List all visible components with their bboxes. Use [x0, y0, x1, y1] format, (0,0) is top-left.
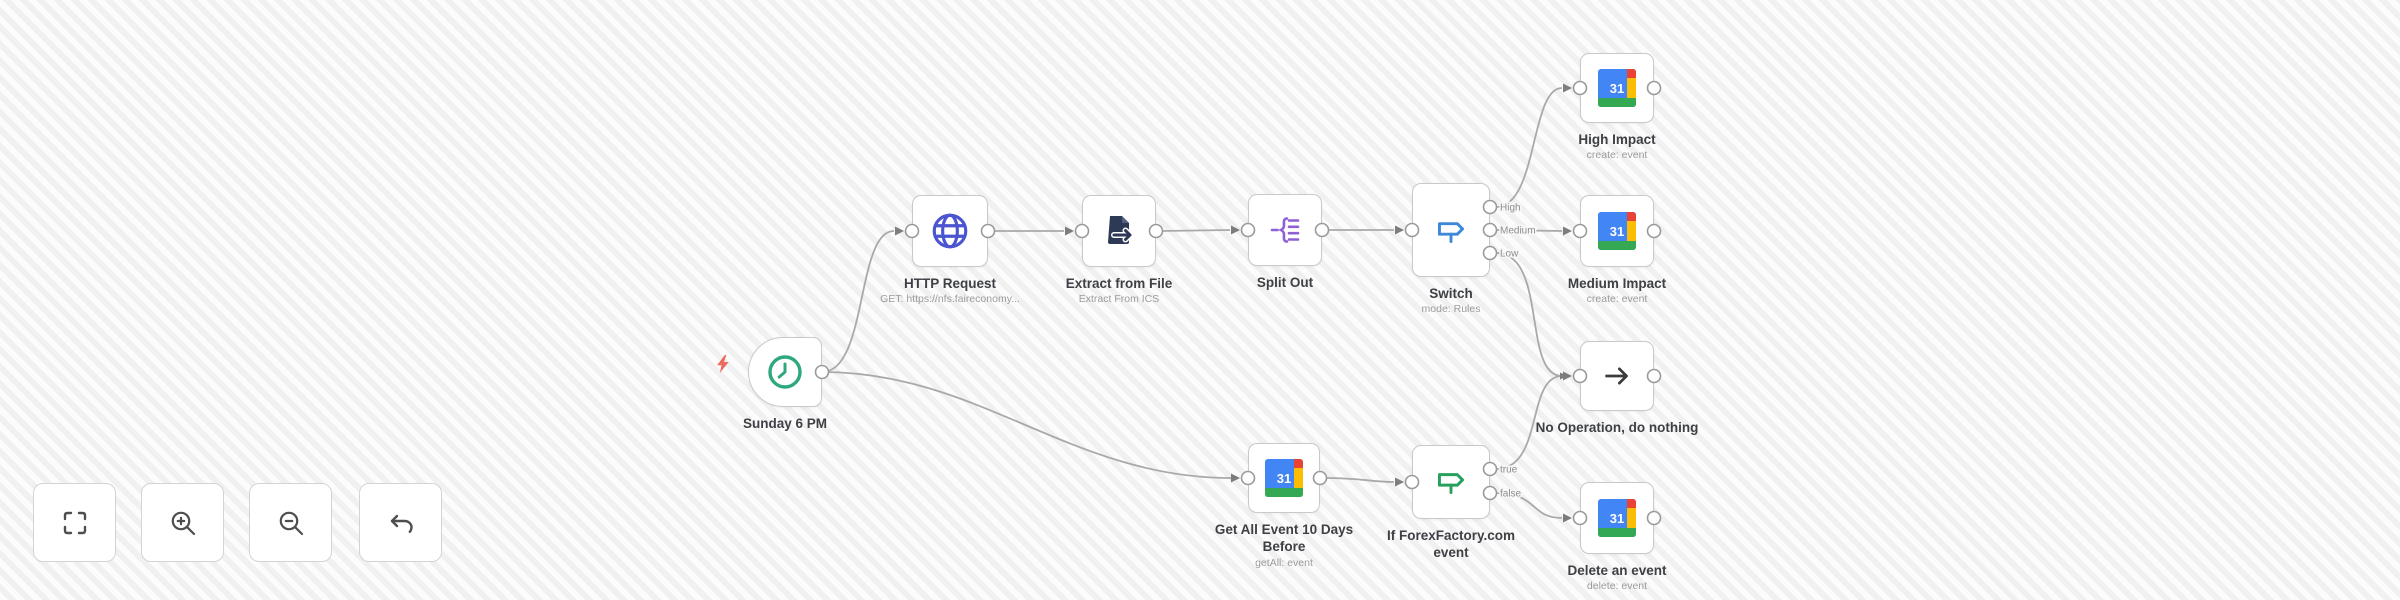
node-http-request[interactable]: [912, 195, 988, 267]
calendar-day: 31: [1609, 510, 1625, 526]
node-title: Extract from File: [1065, 276, 1173, 291]
node-switch[interactable]: [1412, 183, 1490, 277]
globe-icon: [932, 213, 968, 249]
signpost-icon: [1437, 473, 1465, 494]
node-subtitle: delete: event: [1586, 580, 1648, 592]
node-get-all-event[interactable]: 31: [1248, 443, 1320, 513]
node-subtitle: mode: Rules: [1421, 303, 1481, 315]
file-export-icon: [1108, 216, 1133, 244]
undo-button[interactable]: [359, 483, 442, 562]
clock-icon: [768, 355, 802, 389]
node-title: Medium Impact: [1567, 276, 1667, 291]
node-subtitle: getAll: event: [1255, 557, 1313, 569]
zoom-out-button[interactable]: [249, 483, 332, 562]
signpost-icon: [1437, 222, 1465, 244]
switch-output-label: High: [1500, 203, 1521, 214]
google-calendar-icon: 31: [1598, 499, 1636, 537]
node-title: Get All Event 10 Days Before: [1214, 522, 1354, 554]
lightning-bolt-icon: [716, 355, 731, 378]
node-title: HTTP Request: [903, 276, 996, 291]
node-subtitle: create: event: [1586, 293, 1648, 305]
google-calendar-icon: 31: [1598, 212, 1636, 250]
google-calendar-icon: 31: [1265, 459, 1303, 497]
node-extract-from-file[interactable]: [1082, 195, 1156, 267]
node-title: No Operation, do nothing: [1535, 420, 1699, 435]
node-split-out[interactable]: [1248, 194, 1322, 266]
google-calendar-icon: 31: [1598, 69, 1636, 107]
calendar-day: 31: [1276, 470, 1292, 486]
fit-view-icon: [63, 511, 86, 534]
node-no-operation[interactable]: [1580, 341, 1654, 411]
zoom-in-icon: [171, 511, 195, 535]
arrow-right-icon: [1605, 367, 1628, 385]
node-title: High Impact: [1578, 132, 1656, 147]
node-subtitle: create: event: [1586, 149, 1648, 161]
node-if-forexfactory[interactable]: [1412, 445, 1490, 519]
node-subtitle: Extract From ICS: [1078, 293, 1160, 305]
node-high-impact[interactable]: 31: [1580, 53, 1654, 123]
node-title: Split Out: [1256, 275, 1314, 290]
switch-output-label: Medium: [1500, 226, 1536, 237]
switch-output-label: Low: [1500, 249, 1519, 260]
port-labels: High Medium Low true false: [1499, 201, 1538, 501]
node-subtitle: GET: https://nfs.faireconomy...: [880, 293, 1020, 305]
if-output-label: true: [1500, 465, 1518, 476]
calendar-day: 31: [1609, 223, 1625, 239]
node-title: Switch: [1429, 286, 1473, 301]
fit-view-button[interactable]: [33, 483, 116, 562]
node-title: Sunday 6 PM: [742, 416, 828, 431]
node-schedule-trigger[interactable]: [748, 337, 822, 407]
node-title: Delete an event: [1567, 563, 1667, 578]
calendar-day: 31: [1609, 80, 1625, 96]
node-medium-impact[interactable]: 31: [1580, 195, 1654, 267]
undo-icon: [390, 514, 413, 533]
node-delete-an-event[interactable]: 31: [1580, 482, 1654, 554]
zoom-in-button[interactable]: [141, 483, 224, 562]
split-out-icon: [1270, 217, 1300, 243]
if-output-label: false: [1500, 489, 1522, 500]
node-title: If ForexFactory.com event: [1386, 528, 1516, 560]
zoom-out-icon: [279, 511, 303, 535]
